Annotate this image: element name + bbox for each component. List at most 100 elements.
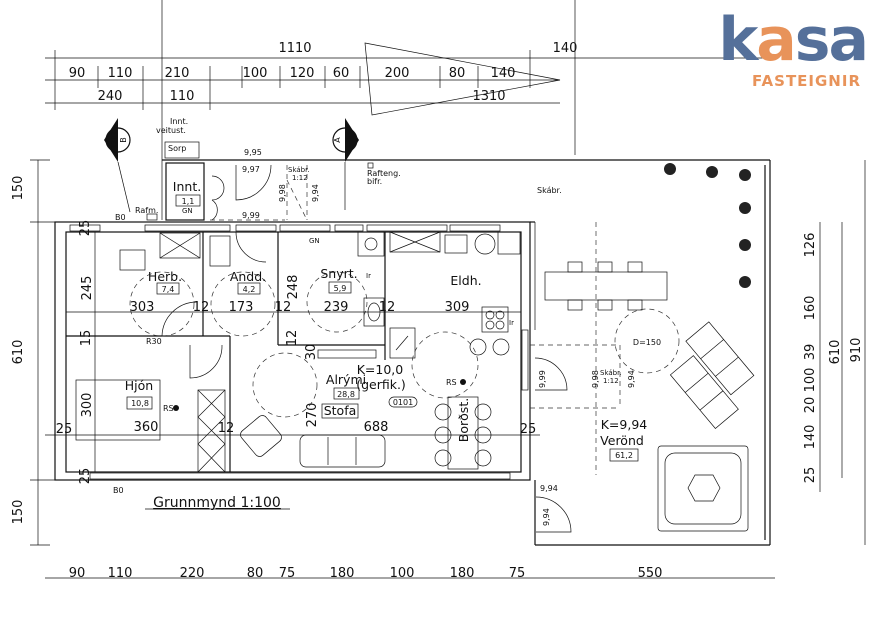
room-alrymi-note: (gerfik.): [356, 377, 406, 392]
dim: 25: [56, 422, 73, 437]
north-arrow-icon: [364, 42, 561, 116]
label-gn: GN: [309, 237, 320, 245]
veranda: [530, 160, 771, 546]
svg-text:75: 75: [509, 566, 526, 581]
label-b0: B0: [115, 213, 126, 222]
table-icon: [544, 271, 668, 301]
dim: 245: [80, 276, 95, 301]
svg-text:110: 110: [108, 566, 133, 581]
room-alrymi-sub: Stofa: [324, 403, 357, 418]
label-ir: Ir: [509, 319, 514, 327]
dim: 360: [134, 420, 159, 435]
label-innt-veitust: veitust.: [156, 126, 186, 135]
dim: 25: [78, 468, 93, 485]
dim: 80: [449, 66, 466, 81]
room-inntak-area: 1,1: [182, 197, 195, 206]
level: 9,99: [538, 370, 547, 388]
room-bordst-name: Borðst.: [456, 398, 471, 442]
entry-area: [146, 141, 770, 221]
svg-text:B: B: [119, 137, 128, 143]
svg-text:610: 610: [11, 340, 26, 365]
svg-text:20: 20: [803, 397, 818, 414]
svg-text:150: 150: [11, 176, 26, 201]
dim-overall: 140: [553, 41, 578, 56]
label-ramp: Skábr.: [288, 166, 310, 174]
level: 9,94: [311, 184, 320, 202]
dim: 90: [69, 66, 86, 81]
dim: 25: [78, 220, 93, 237]
svg-text:100: 100: [803, 368, 818, 393]
level: 9,95: [244, 148, 262, 157]
label-gn: GN: [182, 207, 193, 215]
room-andd-name: Andd.: [230, 269, 266, 284]
label-ir: Ir: [366, 272, 371, 280]
room-verond-area: 61,2: [615, 451, 633, 460]
dim: 210: [165, 66, 190, 81]
svg-text:180: 180: [450, 566, 475, 581]
dim: 60: [333, 66, 350, 81]
dim: 200: [385, 66, 410, 81]
furniture: [75, 231, 521, 473]
room-alrymi-area: 28,8: [337, 390, 355, 399]
room-snyrt-area: 5,9: [334, 284, 347, 293]
room-alrymi-name: Alrými: [326, 372, 366, 387]
clearance-circles: [129, 271, 680, 418]
dim: 30: [304, 344, 319, 361]
label-rafteng: Rafteng.: [367, 169, 401, 178]
level: 9,94: [540, 484, 558, 493]
label-rs: RS: [446, 378, 457, 387]
dim: 239: [324, 300, 349, 315]
room-snyrt-name: Snyrt.: [320, 266, 357, 281]
label-skabr: Skábr.: [537, 186, 562, 195]
label-sorp: Sorp: [168, 144, 186, 153]
dim: 309: [445, 300, 470, 315]
dim: 12: [218, 421, 235, 436]
label-r30: R30: [146, 337, 162, 346]
room-hjon-name: Hjón: [125, 378, 153, 393]
svg-text:25: 25: [803, 467, 818, 484]
section-marker-b: 1302 B: [104, 118, 131, 213]
svg-text:100: 100: [390, 566, 415, 581]
label-rafm: Rafm.: [135, 206, 158, 215]
dim: 12: [193, 300, 210, 315]
svg-text:126: 126: [803, 233, 818, 258]
dim: 110: [108, 66, 133, 81]
svg-text:80: 80: [247, 566, 264, 581]
svg-text:75: 75: [279, 566, 296, 581]
dim-overall: 1110: [278, 41, 311, 56]
room-inntak-name: Innt.: [173, 179, 201, 194]
dim: 12: [379, 300, 396, 315]
room-number: 0101: [393, 398, 413, 407]
label-ramp: Skábr.: [600, 369, 622, 377]
label-rs: RS: [163, 404, 174, 413]
dim: 300: [80, 393, 95, 418]
label-turning-circle: D=150: [633, 338, 661, 347]
house-walls: [54, 221, 531, 481]
label-innt-veitust: Innt.: [170, 117, 188, 126]
room-alrymi-level: K=10,0: [357, 362, 404, 377]
level: 9,98: [278, 184, 287, 202]
svg-text:180: 180: [330, 566, 355, 581]
label-b0: B0: [113, 486, 124, 495]
dim: 240: [98, 89, 123, 104]
dim: 12: [275, 300, 292, 315]
level: 9,94: [542, 508, 551, 526]
section-marker-a: A 1302: [332, 118, 359, 210]
dim: 15: [79, 330, 94, 347]
bottom-dimensions: 90 110 220 80 75 180 100 180 75 550: [45, 566, 775, 581]
room-herb-name: Herb.: [148, 269, 182, 284]
svg-text:610: 610: [828, 340, 843, 365]
svg-text:140: 140: [803, 425, 818, 450]
dim: 100: [243, 66, 268, 81]
dim: 12: [285, 330, 300, 347]
room-hjon-area: 10,8: [131, 399, 149, 408]
top-dimensions: 1110 140 90 110 210 100 120 60 200 80 14…: [45, 41, 770, 110]
svg-text:220: 220: [180, 566, 205, 581]
dim: 303: [130, 300, 155, 315]
label-ramp: 1:12: [603, 377, 619, 385]
dim: 110: [170, 89, 195, 104]
svg-text:1302: 1302: [344, 131, 352, 149]
svg-text:1302: 1302: [110, 131, 118, 149]
level: 9,94: [627, 370, 636, 388]
